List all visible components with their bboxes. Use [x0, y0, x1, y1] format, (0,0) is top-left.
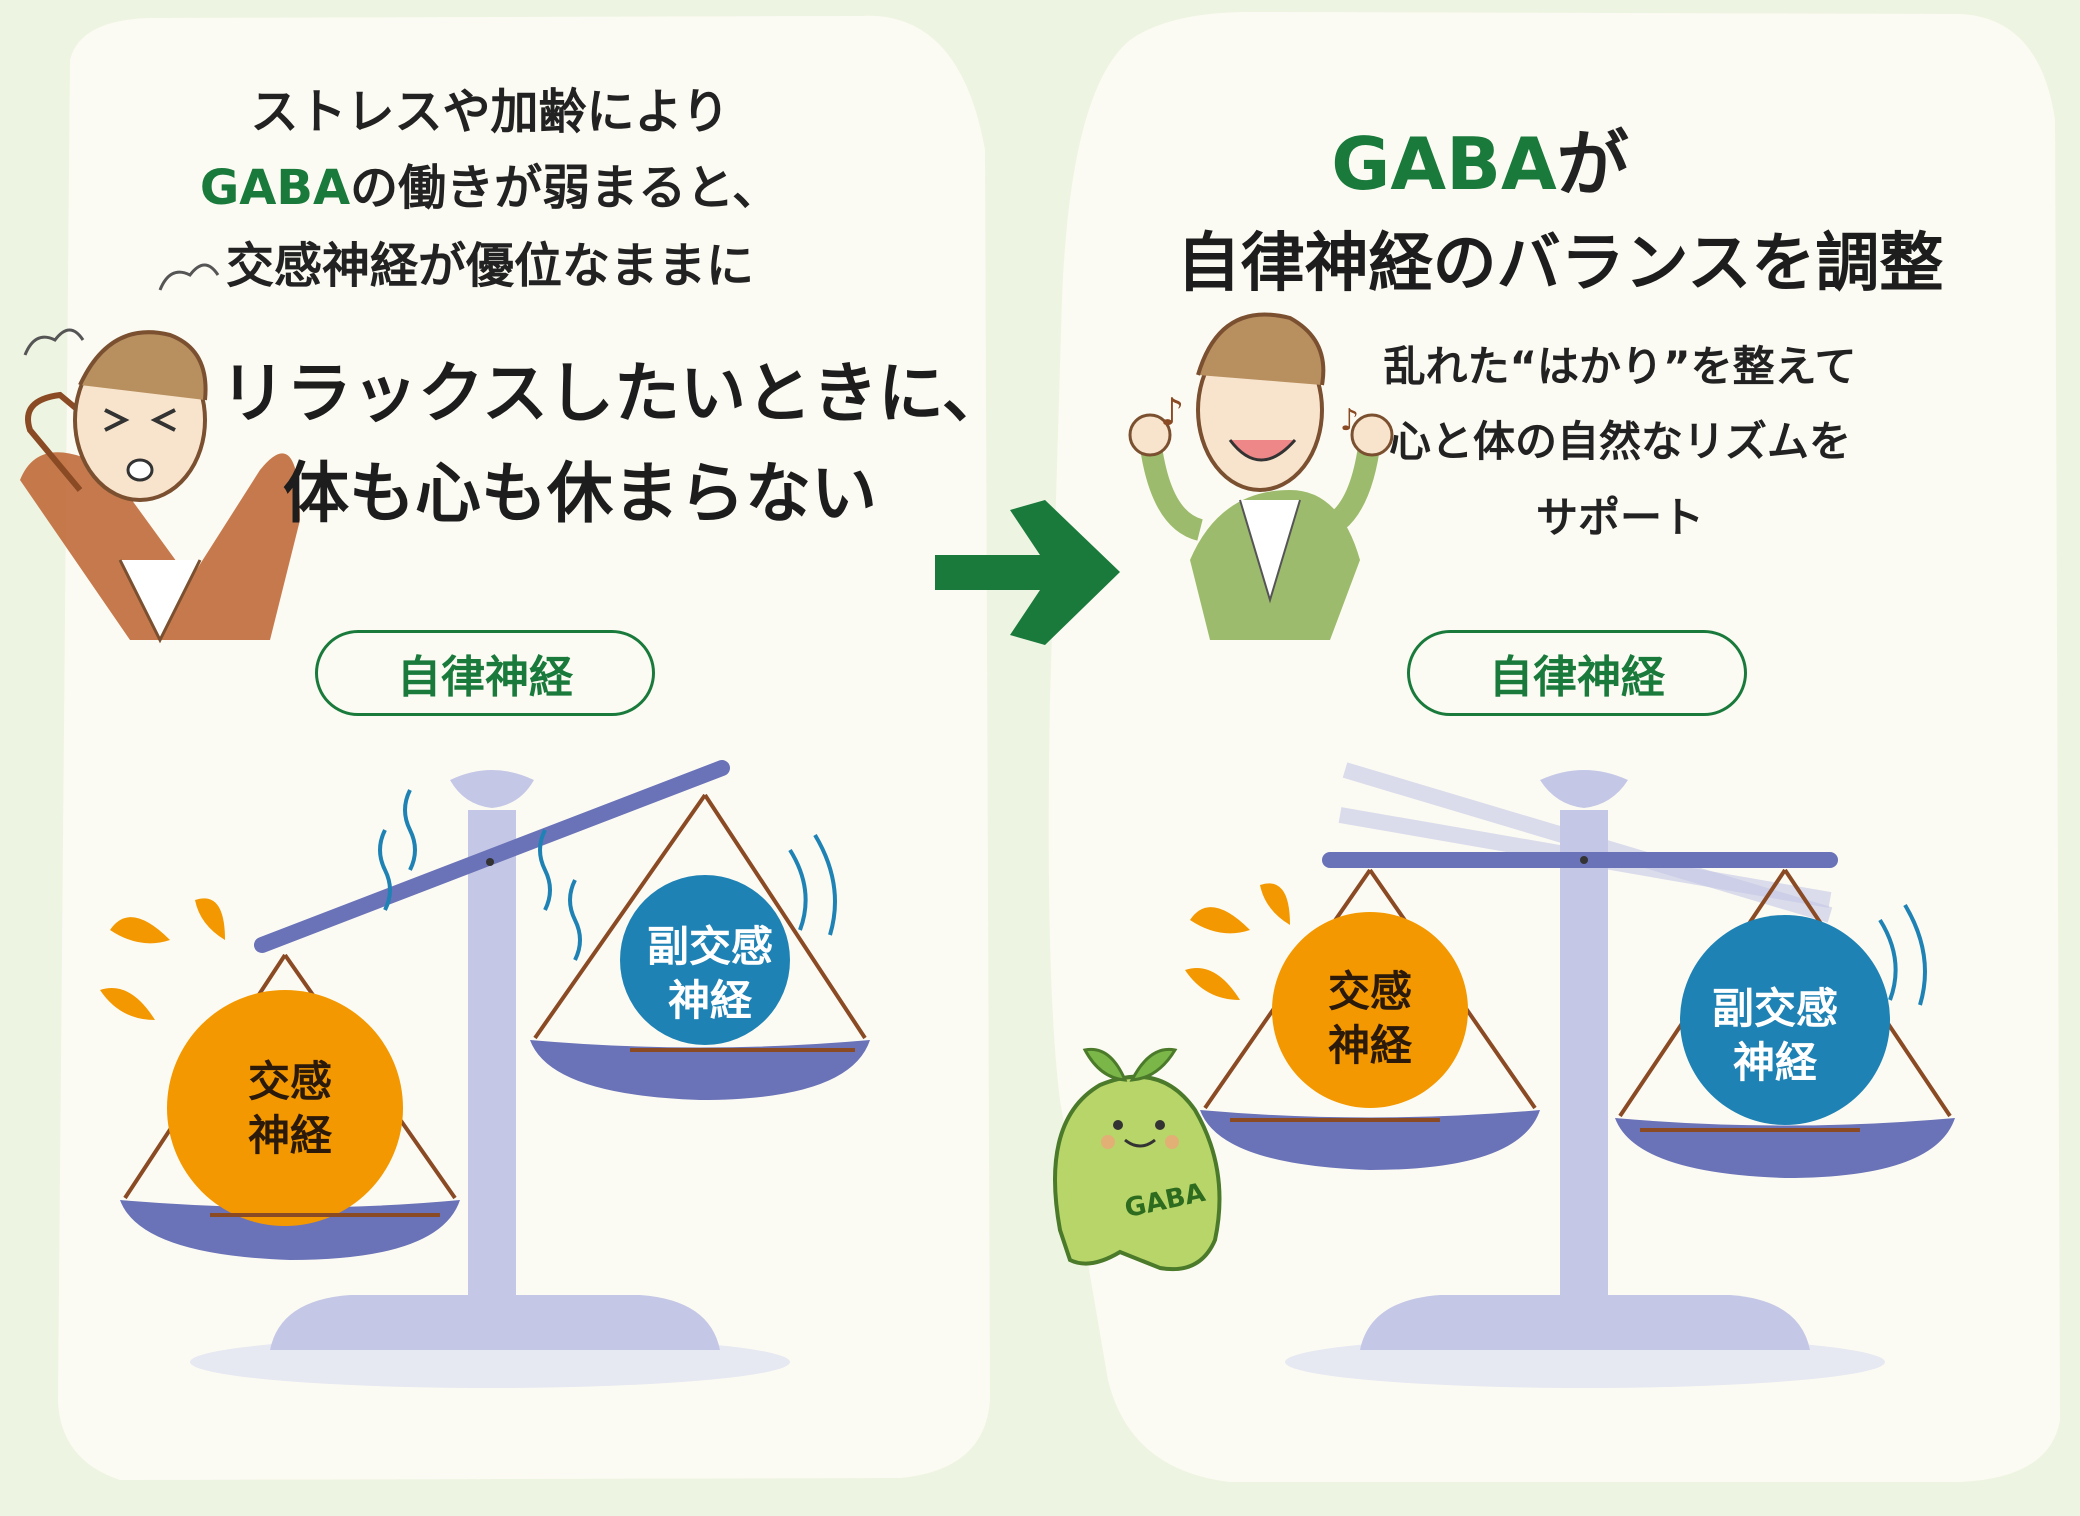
svg-text:♪: ♪: [1340, 403, 1359, 438]
right-scale: [1185, 762, 1955, 1388]
left-sympathetic-label: 交感 神経: [200, 1055, 380, 1163]
right-sub-line2: 心と体の自然なリズムを: [1388, 417, 1851, 466]
left-heading-line3: 交感神経が優位なままに: [225, 238, 754, 294]
right-title-line2: 自律神経のバランスを調整: [1176, 227, 1944, 301]
happy-man-icon: ♪ ♪: [1128, 312, 1394, 640]
right-parasympathetic-line2: 神経: [1732, 1038, 1817, 1087]
right-parasympathetic-label: 副交感 神経: [1675, 982, 1875, 1090]
left-gaba-word: GABA: [199, 160, 351, 216]
left-heading-line1: ストレスや加齢により: [250, 84, 730, 140]
left-main-line2: 体も心も休まらない: [283, 455, 877, 532]
right-parasympathetic-line1: 副交感: [1711, 984, 1838, 1033]
arrow-right-icon: [935, 500, 1120, 645]
right-title-line1-rest: が: [1556, 122, 1629, 206]
right-sub-line3: サポート: [1535, 493, 1704, 542]
left-sympathetic-line1: 交感: [247, 1057, 332, 1106]
left-scale: [100, 760, 870, 1388]
right-sympathetic-line2: 神経: [1327, 1021, 1412, 1070]
right-sympathetic-label: 交感 神経: [1285, 965, 1455, 1073]
left-heading-line2-rest: の働きが弱まると、: [350, 160, 781, 216]
left-parasympathetic-label: 副交感 神経: [615, 920, 805, 1028]
right-sub-line1: 乱れた“はかり”を整えて: [1383, 342, 1857, 391]
left-heading-line2: GABAの働きが弱まると、: [150, 148, 830, 218]
left-parasympathetic-line2: 神経: [667, 976, 752, 1025]
left-parasympathetic-line1: 副交感: [646, 922, 773, 971]
left-sympathetic-line2: 神経: [247, 1111, 332, 1160]
left-autonomic-label: 自律神経: [315, 630, 655, 716]
right-sympathetic-line1: 交感: [1327, 967, 1412, 1016]
right-autonomic-label: 自律神経: [1407, 630, 1747, 716]
gaba-mascot-icon: [1053, 1047, 1222, 1272]
left-main-line1: リラックスしたいときに、: [220, 355, 1009, 432]
right-gaba-word: GABA: [1331, 122, 1557, 206]
right-title-line1: GABAが: [1120, 105, 1840, 210]
svg-text:♪: ♪: [1160, 390, 1184, 434]
stressed-man-icon: [20, 263, 300, 644]
